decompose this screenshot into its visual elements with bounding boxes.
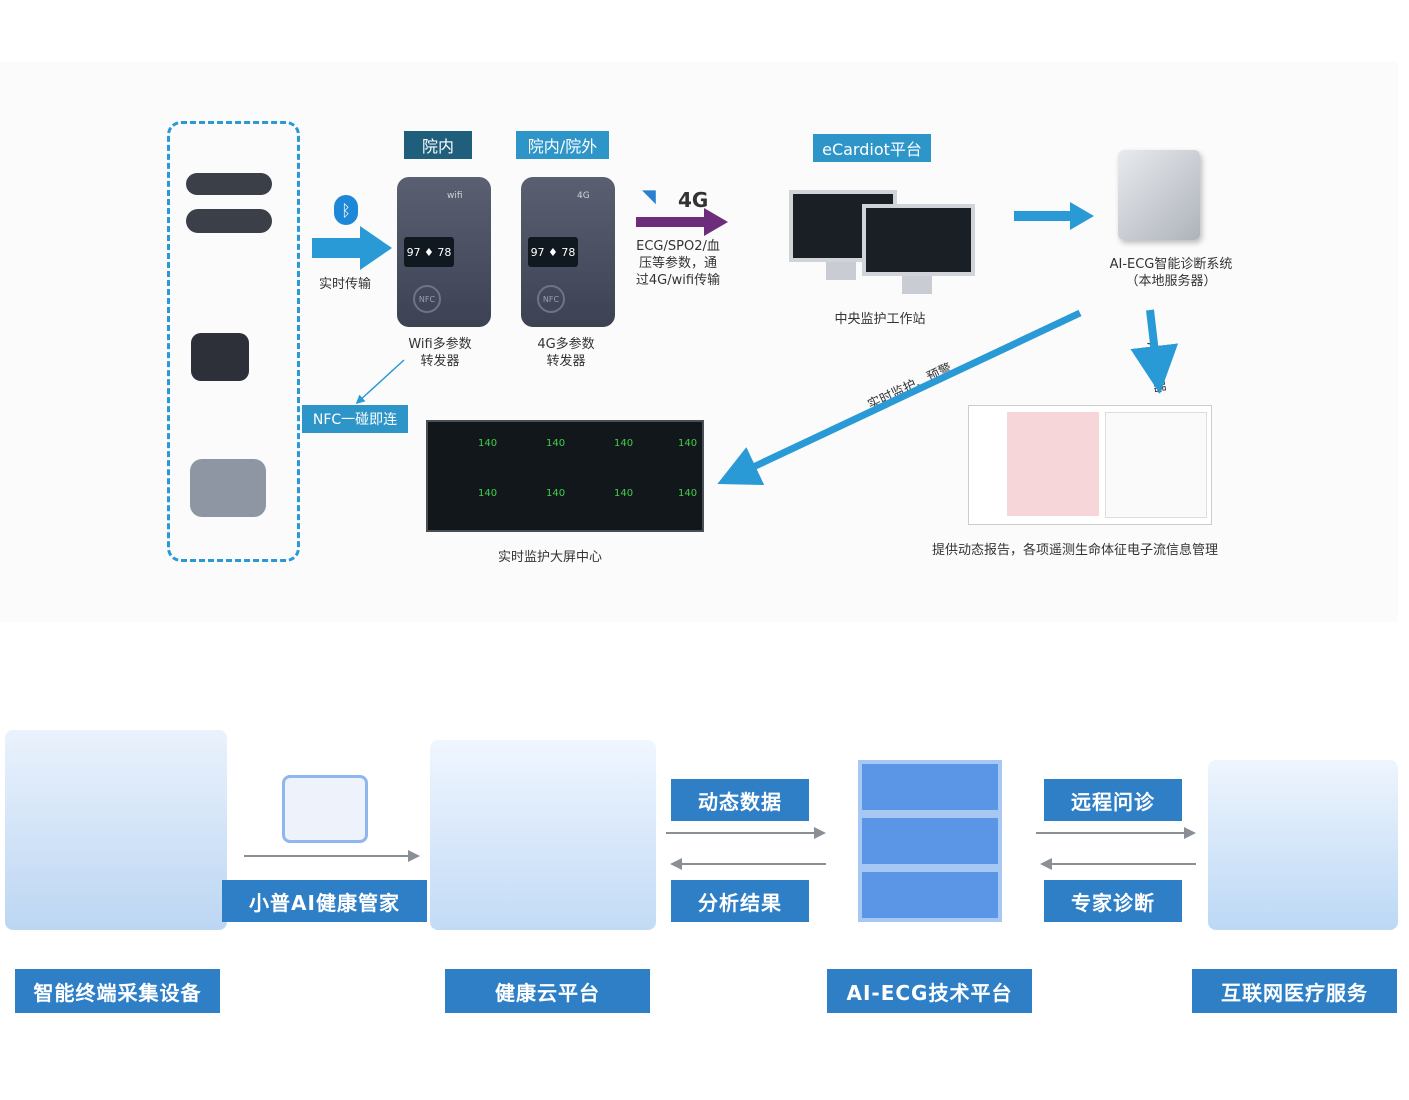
nfc-icon: NFC xyxy=(413,285,441,313)
report-page xyxy=(1105,412,1207,518)
ai-system-label: AI-ECG智能诊断系统 （本地服务器） xyxy=(1109,257,1233,289)
health-manager-label: 小普AI健康管家 xyxy=(222,880,427,922)
nfc-icon: NFC xyxy=(537,285,565,313)
workstation-monitor-front xyxy=(862,204,975,276)
4g-forwarder-device: 4G 97 ♦ 78 NFC xyxy=(521,177,615,327)
nfc-connect-tag: NFC一碰即连 xyxy=(302,405,408,433)
heart-rate-value: 140 xyxy=(678,488,698,499)
report-caption: 提供动态报告，各项遥测生命体征电子流信息管理 xyxy=(931,543,1218,558)
heart-rate-value: 140 xyxy=(614,488,634,499)
transfer-arrow xyxy=(312,226,392,270)
device-collect-label: 智能终端采集设备 xyxy=(15,969,220,1013)
ai-server-icon xyxy=(1118,150,1200,240)
heart-rate-value: 140 xyxy=(546,488,566,499)
server-unit xyxy=(858,868,1002,922)
internet-medical-label: 互联网医疗服务 xyxy=(1192,969,1397,1013)
heart-rate-value: 140 xyxy=(478,488,498,499)
expert-diagnosis-label: 专家诊断 xyxy=(1044,880,1182,922)
server-unit xyxy=(858,814,1002,868)
ecg-patch-device xyxy=(186,173,272,195)
tag-ecardiot-platform: eCardiot平台 xyxy=(813,134,931,162)
4g-arrow xyxy=(636,208,728,236)
signal-icon: ◥ xyxy=(642,186,656,207)
wifi-forwarder-device: wifi 97 ♦ 78 NFC xyxy=(397,177,491,327)
ai-down-arrow xyxy=(1130,309,1179,394)
ecg-patch-device-2 xyxy=(186,209,272,233)
bluetooth-icon: ᛒ xyxy=(334,195,358,225)
health-cloud-label: 健康云平台 xyxy=(445,969,650,1013)
realtime-transfer-label: 实时传输 xyxy=(318,277,371,292)
big-screen-center-label: 实时监护大屏中心 xyxy=(497,550,602,565)
4g-label: 4G xyxy=(678,188,709,212)
spo2-wrist-device xyxy=(191,333,249,381)
big-screen-wall: 140 140 140 140 140 140 140 140 xyxy=(426,420,704,532)
monitor-stand xyxy=(826,262,856,280)
device-brand: 4G xyxy=(577,191,590,201)
ecg-report-preview xyxy=(968,405,1212,525)
collect-device-illustration xyxy=(5,730,227,930)
device-screen: 97 ♦ 78 xyxy=(528,237,578,267)
tag-inside: 院内 xyxy=(404,131,472,159)
analysis-result-label: 分析结果 xyxy=(671,880,809,922)
heart-rate-value: 140 xyxy=(546,438,566,449)
heart-rate-value: 140 xyxy=(678,438,698,449)
wearable-devices-group xyxy=(167,121,300,562)
tag-inside-outside: 院内/院外 xyxy=(516,131,609,159)
4g-forwarder-label: 4G多参数 转发器 xyxy=(537,337,595,369)
remote-consult-label: 远程问诊 xyxy=(1044,779,1182,821)
monitor-stand-2 xyxy=(902,276,932,294)
dynamic-data-label: 动态数据 xyxy=(671,779,809,821)
server-arrow xyxy=(1014,202,1094,230)
heart-rate-value: 140 xyxy=(614,438,634,449)
params-label: ECG/SPO2/血 压等参数，通 过4G/wifi传输 xyxy=(635,239,721,288)
server-stack-icon xyxy=(858,760,1002,922)
cloud-platform-illustration xyxy=(430,740,656,930)
server-unit xyxy=(858,760,1002,814)
internet-medical-illustration xyxy=(1208,760,1398,930)
nfc-arrow xyxy=(355,359,405,405)
ecg-grid xyxy=(1007,412,1099,516)
warning-arrow xyxy=(717,309,1082,486)
heart-rate-value: 140 xyxy=(478,438,498,449)
device-brand: wifi xyxy=(447,191,463,201)
health-manager-illustration xyxy=(282,775,368,843)
wifi-forwarder-label: Wifi多参数 转发器 xyxy=(408,337,472,369)
central-station-label: 中央监护工作站 xyxy=(834,312,926,327)
device-screen: 97 ♦ 78 xyxy=(404,237,454,267)
ai-ecg-platform-label: AI-ECG技术平台 xyxy=(827,969,1032,1013)
bp-cuff-device xyxy=(190,459,266,517)
